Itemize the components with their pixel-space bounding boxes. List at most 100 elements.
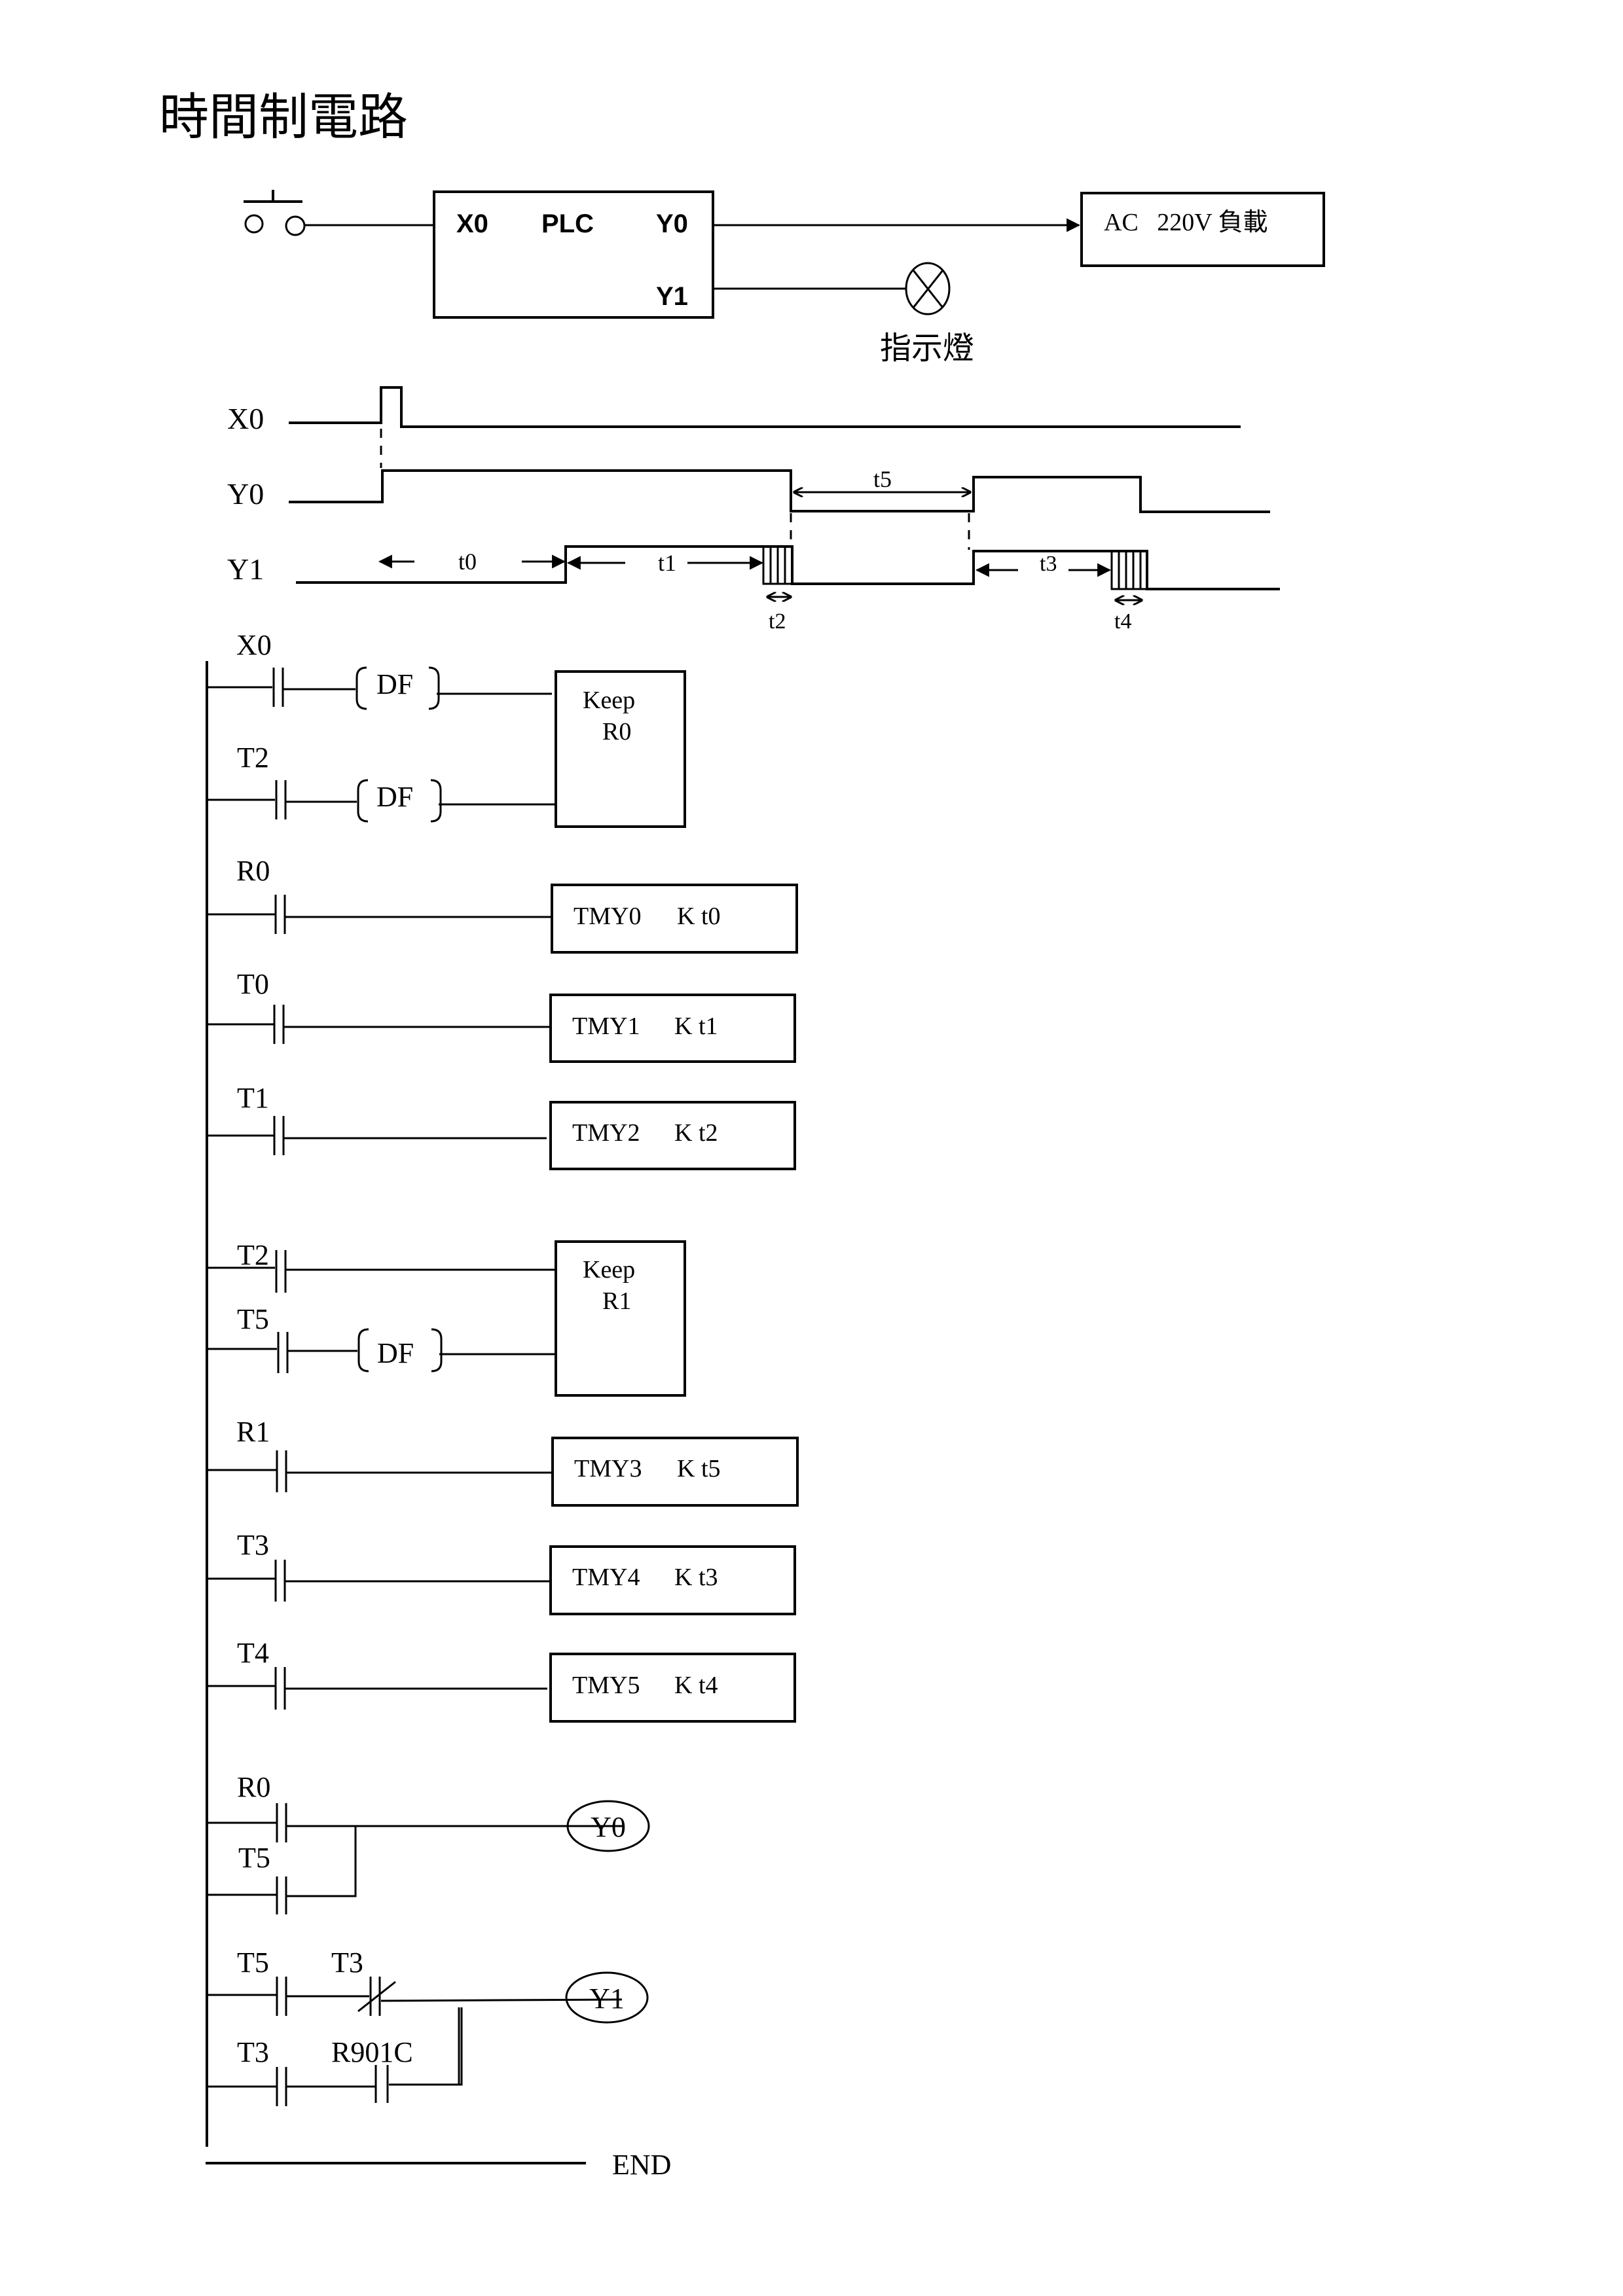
timer-k: K t2 xyxy=(674,1119,718,1147)
contact-label: R901C xyxy=(331,2036,413,2068)
plc-output1-label: Y1 xyxy=(656,282,688,311)
no-contact-icon xyxy=(276,1803,287,1842)
timing-diagram: X0 Y0 Y1 t0 t1 t2 t5 xyxy=(227,386,1280,634)
contact-label: T1 xyxy=(237,1082,269,1114)
no-contact-icon xyxy=(275,1250,287,1293)
load-box xyxy=(1080,192,1325,267)
no-contact-icon xyxy=(274,895,286,934)
t2-hatch xyxy=(762,545,793,585)
no-contact-icon xyxy=(276,1876,287,1914)
rung-timer-tmy1: T0 TMY1 K t1 xyxy=(207,968,796,1063)
rung-keep-r0: X0 DF T2 DF Keep R0 xyxy=(207,629,686,828)
contact-label: T2 xyxy=(237,742,269,774)
nc-contact-icon xyxy=(357,1977,396,2016)
y0-waveform xyxy=(289,469,1270,513)
t5-label: t5 xyxy=(873,466,892,492)
df-label: DF xyxy=(376,781,413,813)
df-bracket-left xyxy=(357,779,369,823)
keep-relay: R0 xyxy=(602,718,631,745)
df-bracket-left xyxy=(357,1328,369,1372)
x0-waveform xyxy=(289,386,1241,428)
timer-box xyxy=(549,1653,796,1723)
df-bracket-right xyxy=(428,666,440,710)
timer-k: K t4 xyxy=(674,1672,718,1699)
keep-r0-box xyxy=(555,670,686,828)
contact-label: T3 xyxy=(237,1529,269,1561)
df-bracket-right xyxy=(430,779,442,823)
keep-title: Keep xyxy=(583,687,635,714)
no-contact-icon xyxy=(276,2067,287,2106)
no-contact-icon xyxy=(275,780,287,819)
timer-box xyxy=(549,1545,796,1615)
timer-box xyxy=(549,994,796,1063)
t0-label: t0 xyxy=(458,548,477,575)
lamp-icon xyxy=(905,262,951,315)
no-contact-icon xyxy=(274,1560,286,1602)
contact-label: T3 xyxy=(237,2036,269,2068)
no-contact-icon xyxy=(276,1977,287,2016)
df-bracket-left xyxy=(356,666,367,710)
rung-timer-tmy4: T3 TMY4 K t3 xyxy=(207,1529,796,1615)
timing-label-y1: Y1 xyxy=(227,552,264,586)
t4-hatch xyxy=(1110,550,1148,590)
rung-timer-tmy5: T4 TMY5 K t4 xyxy=(207,1637,796,1723)
t3-label: t3 xyxy=(1040,552,1057,576)
rung-y1-coil: T5 T3 T3 R901C Y1 xyxy=(207,1946,649,2106)
ladder-diagram: X0 DF T2 DF Keep R0 R0 xyxy=(206,629,799,2181)
plc-name-label: PLC xyxy=(541,209,594,238)
keep-relay: R1 xyxy=(602,1287,631,1315)
contact-label: T5 xyxy=(238,1842,270,1874)
t1-label: t1 xyxy=(658,550,676,576)
contact-label: R1 xyxy=(236,1416,270,1448)
timer-k: K t0 xyxy=(677,903,721,930)
plc-box xyxy=(433,190,714,319)
coil-label: Y0 xyxy=(591,1811,626,1843)
output-coil-y1 xyxy=(565,1971,649,2024)
timer-instr: TMY4 xyxy=(572,1564,640,1591)
timer-box xyxy=(551,884,798,954)
rung-timer-tmy0: R0 TMY0 K t0 xyxy=(207,855,798,954)
contact-label: T5 xyxy=(237,1303,269,1335)
no-contact-icon xyxy=(273,1005,285,1044)
end-label: END xyxy=(612,2149,671,2181)
df-label: DF xyxy=(377,1337,414,1369)
page-title: 時間制電路 xyxy=(159,88,408,146)
no-contact-icon xyxy=(274,1667,286,1710)
timer-instr: TMY5 xyxy=(572,1672,640,1699)
timer-box xyxy=(551,1437,799,1507)
plc-input-label: X0 xyxy=(456,209,488,238)
timer-k: K t1 xyxy=(674,1013,718,1040)
df-bracket-right xyxy=(431,1328,443,1372)
rung-timer-tmy3: R1 TMY3 K t5 xyxy=(207,1416,799,1507)
contact-label: T2 xyxy=(237,1239,269,1271)
load-label: AC 220V 負載 xyxy=(1104,209,1268,236)
timer-instr: TMY0 xyxy=(574,903,641,930)
timer-k: K t5 xyxy=(677,1455,721,1482)
contact-label: T4 xyxy=(237,1637,269,1669)
pushbutton-icon xyxy=(244,190,306,236)
t4-label: t4 xyxy=(1114,609,1131,634)
timer-k: K t3 xyxy=(674,1564,718,1591)
wiring-diagram: X0 PLC Y0 Y1 AC 220V 負載 指示燈 xyxy=(244,190,1325,367)
timer-instr: TMY1 xyxy=(572,1013,640,1040)
timer-instr: TMY3 xyxy=(574,1455,642,1482)
rung-y0-coil: R0 T5 Y0 xyxy=(207,1771,650,1914)
contact-label: T0 xyxy=(237,968,269,1000)
output-coil-y0 xyxy=(566,1800,650,1852)
contact-label: T5 xyxy=(237,1946,269,1979)
keep-r1-box xyxy=(555,1240,686,1397)
no-contact-icon xyxy=(276,1450,287,1492)
keep-title: Keep xyxy=(583,1256,635,1283)
rung-keep-r1: T2 T5 DF Keep R1 xyxy=(207,1239,686,1397)
contact-label: X0 xyxy=(236,629,272,661)
timing-label-x0: X0 xyxy=(227,402,264,435)
t2-label: t2 xyxy=(769,609,786,634)
rung-timer-tmy2: T1 TMY2 K t2 xyxy=(207,1082,796,1170)
contact-label: R0 xyxy=(236,855,270,887)
contact-label: R0 xyxy=(237,1771,270,1803)
timer-instr: TMY2 xyxy=(572,1119,640,1147)
no-contact-icon xyxy=(273,1116,285,1155)
df-label: DF xyxy=(376,668,413,700)
no-contact-icon xyxy=(277,1332,289,1373)
